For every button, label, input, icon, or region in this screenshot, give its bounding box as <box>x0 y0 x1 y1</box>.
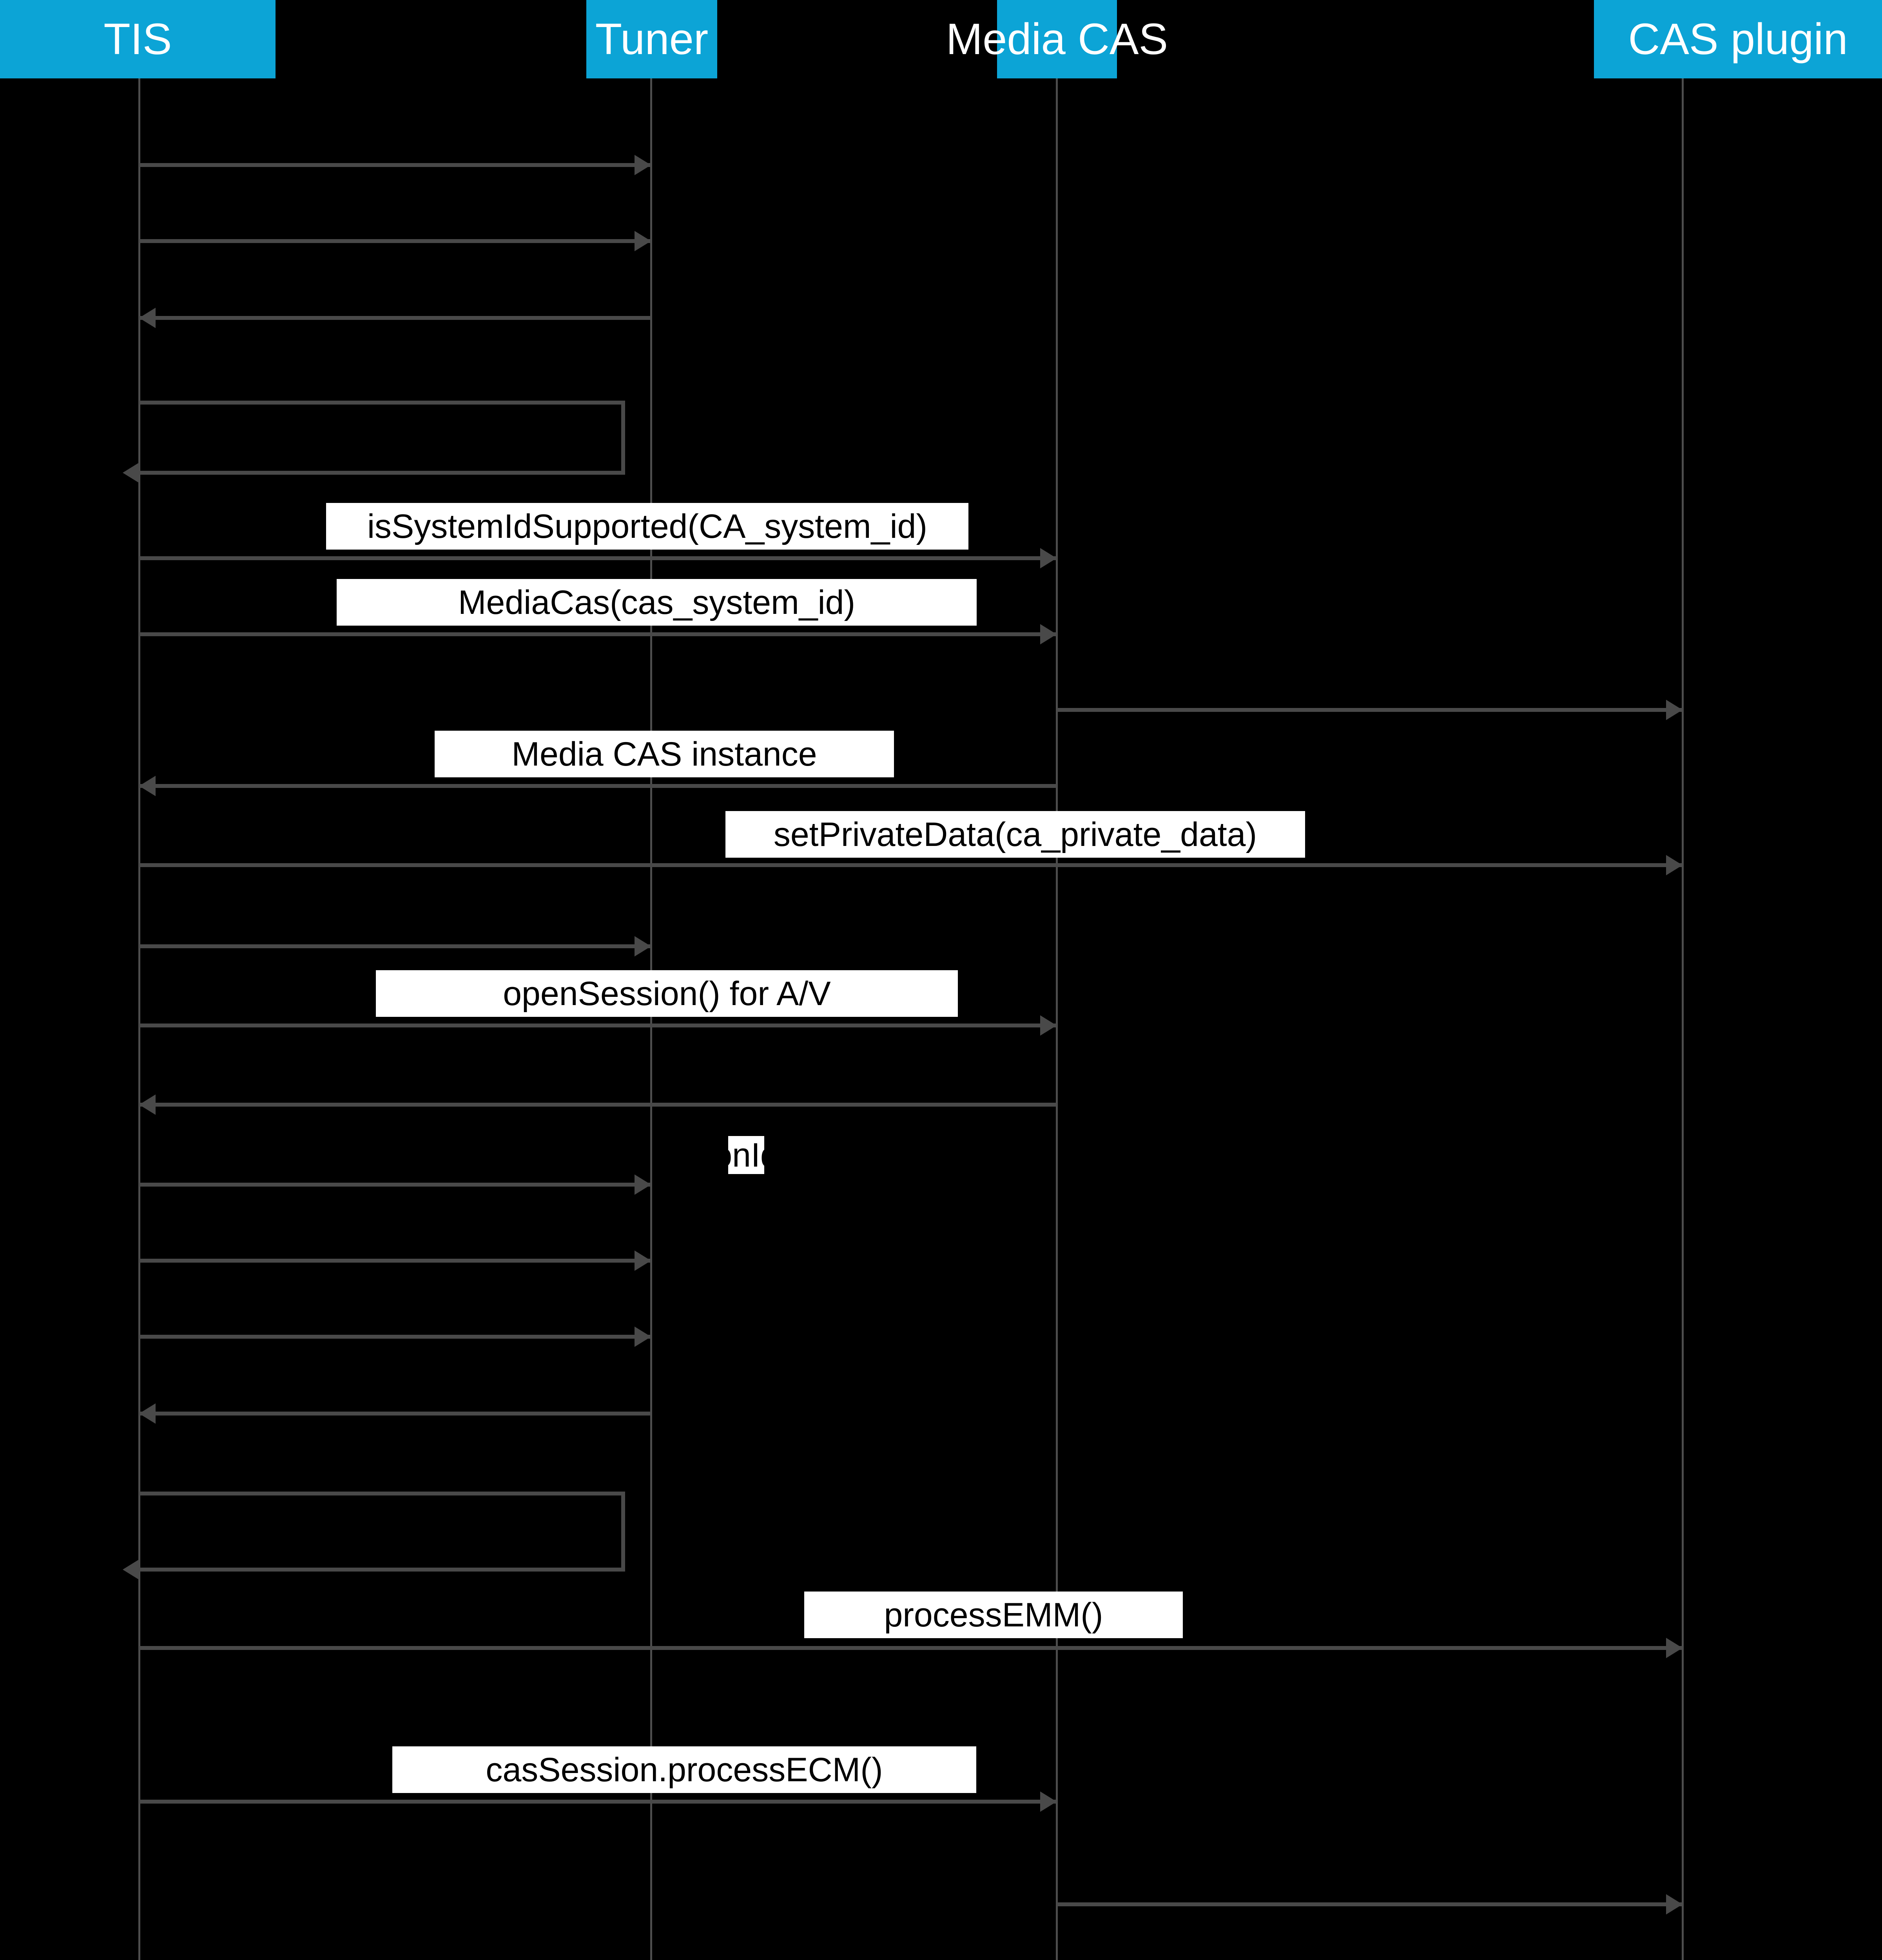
message-line-16 <box>139 1412 651 1416</box>
participant-label: TIS <box>103 15 172 64</box>
arrow-head-17 <box>123 1559 139 1580</box>
message-line-2 <box>139 239 651 243</box>
message-label: setPrivateData(ca_private_data) <box>725 811 1305 858</box>
participant-label: CAS plugin <box>1628 15 1848 64</box>
message-line-3 <box>139 316 651 320</box>
arrow-head-8 <box>139 776 156 796</box>
arrow-head-12 <box>139 1094 156 1115</box>
arrow-head-16 <box>139 1403 156 1424</box>
arrow-head-11 <box>1040 1015 1057 1036</box>
arrow-head-3 <box>139 308 156 328</box>
message-line-20 <box>1057 1902 1683 1906</box>
lifeline-tuner <box>650 78 652 1960</box>
lifeline-tis <box>138 78 140 1960</box>
message-line-5 <box>139 556 1057 560</box>
arrow-head-4 <box>123 463 139 483</box>
arrow-head-20 <box>1666 1894 1683 1915</box>
participant-header-tuner[interactable]: Tuner <box>586 0 717 78</box>
arrow-head-19 <box>1040 1791 1057 1812</box>
message-label: Media CAS instance <box>435 731 894 777</box>
arrow-head-7 <box>1666 700 1683 720</box>
message-line-12 <box>139 1103 1057 1107</box>
message-line-9 <box>139 863 1683 867</box>
arrow-head-15 <box>635 1327 651 1347</box>
message-label: casSession.processECM() <box>392 1746 976 1793</box>
message-line-1 <box>139 163 651 167</box>
message-line-19 <box>139 1800 1057 1804</box>
lifeline-mediacas <box>1056 78 1058 1960</box>
participant-header-tis[interactable]: TIS <box>0 0 276 78</box>
self-message-17 <box>139 1492 625 1572</box>
message-line-8 <box>139 784 1057 788</box>
arrow-head-13 <box>635 1174 651 1195</box>
arrow-head-18 <box>1666 1638 1683 1658</box>
message-line-7 <box>1057 708 1683 712</box>
message-label: onId <box>728 1136 764 1174</box>
arrow-head-6 <box>1040 624 1057 644</box>
message-line-18 <box>139 1646 1683 1650</box>
message-label: openSession() for A/V <box>376 970 958 1017</box>
message-line-14 <box>139 1259 651 1263</box>
participant-header-plugin[interactable]: CAS plugin <box>1594 0 1882 78</box>
participant-label: Tuner <box>595 15 709 64</box>
arrow-head-10 <box>635 936 651 956</box>
lifeline-plugin <box>1682 78 1684 1960</box>
message-line-6 <box>139 632 1057 636</box>
message-line-15 <box>139 1335 651 1339</box>
message-line-11 <box>139 1024 1057 1027</box>
message-label: MediaCas(cas_system_id) <box>337 579 977 626</box>
participant-label: Media CAS <box>946 15 1168 64</box>
participant-header-mediacas[interactable]: Media CAS <box>946 0 1168 78</box>
message-label: isSystemIdSupported(CA_system_id) <box>326 503 968 550</box>
self-message-4 <box>139 401 625 475</box>
message-line-13 <box>139 1183 651 1187</box>
arrow-head-2 <box>635 231 651 251</box>
arrow-head-14 <box>635 1250 651 1271</box>
arrow-head-9 <box>1666 855 1683 875</box>
message-line-10 <box>139 944 651 948</box>
message-label: processEMM() <box>804 1592 1183 1638</box>
arrow-head-1 <box>635 155 651 175</box>
arrow-head-5 <box>1040 548 1057 568</box>
